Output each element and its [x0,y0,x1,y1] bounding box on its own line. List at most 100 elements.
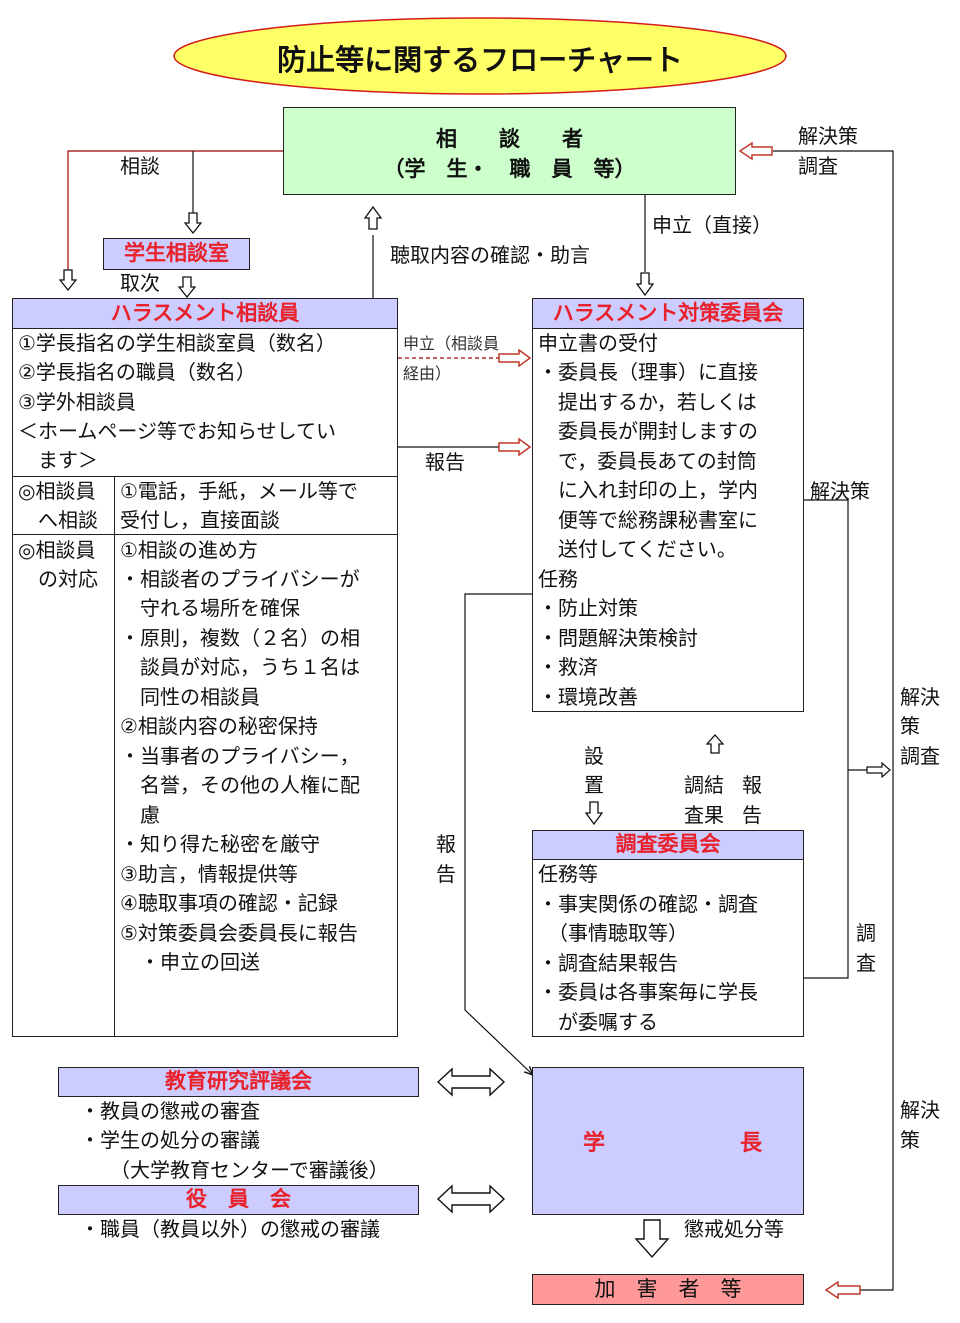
label-houkoku-left: 告 [436,862,456,886]
label-moushitate-via: 経由） [403,364,452,383]
label-kaiketsu-right: 調査 [900,744,940,768]
label-houkoku-left: 報 [436,832,456,856]
label-kaiketsu-low: 解決 [900,1098,940,1122]
label-toritsugi: 取次 [120,271,160,295]
label-secchi: 設 [584,744,604,768]
student-office: 学生相談室 [103,238,250,270]
president-label-left: 学 [583,1131,606,1156]
committee-item: 申立書の受付 [538,331,658,355]
arrow-down-icon [178,276,196,298]
label-chousa-kekka: 査果 [684,803,724,827]
row2-right: ・知り得た秘密を厳守 [120,832,320,856]
arrow-down-icon [585,801,603,825]
counselor-title: ハラスメント相談員 [12,298,398,329]
row2-left: の対応 [18,567,98,591]
investigation-item: ・調査結果報告 [538,951,678,975]
counselor-item: ②学長指名の職員（数名） [18,360,256,384]
row1-right: 受付し，直接面談 [120,508,280,532]
row2-right: ②相談内容の秘密保持 [120,714,318,738]
row2-right: 名誉，その他の人権に配 [120,773,360,797]
arrow-right-red-icon [498,349,532,367]
board-item: ・職員（教員以外）の懲戒の審議 [80,1217,380,1241]
committee-item: に入れ封印の上，学内 [538,478,758,502]
label-kaiketsu-low: 策 [900,1128,920,1152]
line-soudan [67,150,283,270]
consulter-line2: （学 生・ 職 員 等） [383,157,636,181]
council-item: （大学教育センターで審議後） [80,1158,389,1182]
row2-right: ・申立の回送 [120,950,260,974]
line-houkoku-president [464,593,533,1075]
consulter-line1: 相 談 者 [436,127,583,151]
counselor-item: ①学長指名の学生相談室員（数名） [18,331,336,355]
arrow-down-icon [634,1219,670,1259]
label-kaiketsu-right: 策 [900,714,920,738]
arrow-down-icon [184,212,202,234]
council-item: ・教員の懲戒の審査 [80,1099,260,1123]
committee-item: 提出するか，若しくは [538,390,757,414]
label-moushitate-direct: 申立（直接） [652,213,772,237]
arrow-left-red-icon [824,1281,861,1299]
double-arrow-icon [436,1067,506,1097]
label-chousa-kekka: 調結 [684,773,724,797]
committee-item: ・環境改善 [538,685,638,709]
board-title: 役 員 会 [58,1185,419,1215]
council-item: ・学生の処分の審議 [80,1128,260,1152]
committee-item: ・委員長（理事）に直接 [538,360,758,384]
committee-item: ・防止対策 [538,596,638,620]
row2-right: ・相談者のプライバシーが [120,567,360,591]
title-ellipse [173,17,787,95]
counselor-box [12,298,398,1037]
label-chousa-v: 査 [856,951,876,975]
label-houkoku-v: 報 [742,773,762,797]
row2-right: ④聴取事項の確認・記録 [120,891,338,915]
label-houkoku: 報告 [425,450,465,474]
investigation-item: ・事実関係の確認・調査 [538,892,758,916]
row1-left: ◎相談員 [18,479,96,503]
arrow-left-red-icon [738,141,773,161]
arrow-up-icon [364,206,382,230]
double-arrow-icon [436,1184,506,1214]
label-houkoku-v: 告 [742,803,762,827]
row2-right: ・当事者のプライバシー， [120,744,360,768]
label-moushitate-via: 申立（相談員 [403,334,500,353]
row1-left: へ相談 [18,508,98,532]
counselor-item: ③学外相談員 [18,390,136,414]
committee-item: 便等で総務課秘書室に [538,508,758,532]
perpetrator-box: 加 害 者 等 [532,1274,804,1305]
row2-right: ①相談の進め方 [120,538,258,562]
row2-right: ③助言，情報提供等 [120,862,298,886]
arrow-right-icon [866,762,891,778]
president-box [532,1067,804,1215]
line-right-outer [773,150,894,1291]
label-chousa-top: 調査 [798,154,838,178]
investigation-item: が委嘱する [538,1010,658,1034]
committee-item: 任務 [538,567,578,591]
arrow-up-icon [706,734,724,754]
label-chousa-v: 調 [856,921,876,945]
label-choukai: 懲戒処分等 [684,1217,784,1241]
page-title: 防止等に関するフローチャート [277,43,683,77]
arrow-right-red-icon [498,438,532,456]
counselor-divider-1 [12,476,398,477]
row2-right: 守れる場所を確保 [120,596,300,620]
investigation-item: ・委員は各事案毎に学長 [538,980,758,1004]
row2-right: ・原則，複数（２名）の相 [120,626,360,650]
label-kaiketsu-right: 解決 [900,685,940,709]
committee-item: で，委員長あての封筒 [538,449,757,473]
committee-box [532,298,804,712]
committee-item: ・問題解決策検討 [538,626,698,650]
row2-right: 談員が対応，うち１名は [120,655,360,679]
arrow-down-icon [59,269,77,291]
row1-right: ①電話，手紙，メール等で [120,479,358,503]
row2-left: ◎相談員 [18,538,96,562]
counselor-item: ます＞ [18,448,98,472]
label-soudan: 相談 [120,154,160,178]
counselor-divider-2 [12,534,398,535]
label-kaiketsusaku-mid: 解決策 [810,479,870,503]
investigation-item: （事情聴取等） [538,921,688,945]
council-title: 教育研究評議会 [58,1067,419,1097]
label-kaiketsu-top: 解決策 [798,124,858,148]
counselor-item: ＜ホームページ等でお知らせしてい [18,419,336,443]
investigation-box [532,830,804,1037]
